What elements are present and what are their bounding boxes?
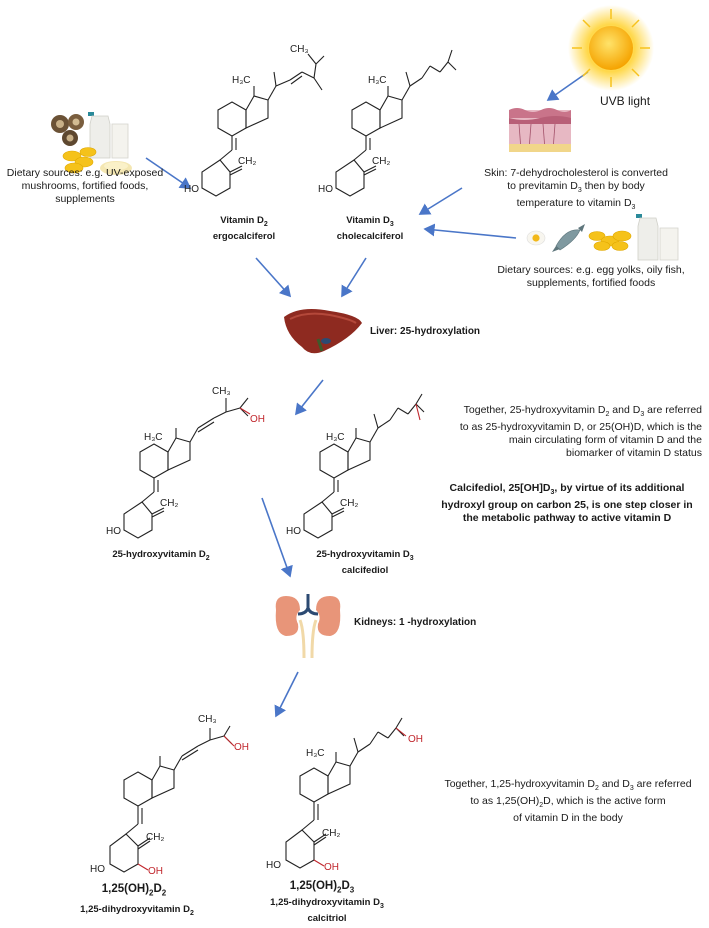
oh-label: OH [324,862,339,873]
egg-icon [526,230,546,246]
ho-label: HO [90,864,105,875]
ch2-label: CH₂ [146,832,164,843]
dihydroxy-d2-label: 1,25-dihydroxyvitamin D2 [80,904,194,917]
liver-icon [284,309,362,354]
25-hydroxy-d2-label: 25-hydroxyvitamin D2 [112,549,210,562]
mushrooms-icon [51,114,84,146]
ch2-label: CH₂ [238,156,256,167]
arrow-25oh-to-kidneys [261,497,293,578]
25-hydroxy-d2-structure: CH₂ HO H₃C CH₃ OH [106,386,265,539]
diet-left-line2: mushrooms, fortified foods, [21,180,149,192]
vitamin-d2-structure: CH₂ HO H₃C CH₃ [184,44,325,197]
fish-icon [552,224,585,252]
ch3-label: CH₃ [198,714,217,725]
oh-label: OH [148,866,163,877]
vitamin-d3-structure: CH₂ HO H₃C [318,49,457,197]
h3c-label: H₃C [144,432,163,443]
ho-label: HO [266,860,281,871]
dihydroxy-d3-short: 1,25(OH)2D3 [289,880,355,895]
oh-label: OH [234,742,249,753]
dihydroxy-d3-label: 1,25-dihydroxyvitamin D3 calcitriol [270,897,384,924]
25-hydroxy-d3-structure: CH₂ HO H₃C [286,393,425,539]
sun-icon [568,5,654,91]
diet-right-line1: Dietary sources: e.g. egg yolks, oily fi… [497,264,685,276]
ho-label: HO [106,526,121,537]
diet-left-line3: supplements [55,193,115,205]
skin-note: Skin: 7-dehydrocholesterol is converted … [448,167,704,214]
ho-label: HO [286,526,301,537]
25-hydroxy-d3-label: 25-hydroxyvitamin D3 calcifediol [316,549,414,576]
vitamin-d2-label: Vitamin D2 ergocalciferol [212,215,276,242]
ch2-label: CH₂ [160,498,178,509]
ch2-label: CH₂ [322,828,340,839]
skin-note-line1: Skin: 7-dehydrocholesterol is converted [484,167,668,179]
oh-label: OH [408,734,423,745]
diet-right-line2: supplements, fortified foods [526,277,656,289]
ho-label: HO [318,184,333,195]
vitamin-d3-label: Vitamin D3 cholecalciferol [336,215,404,242]
kidneys-icon [275,594,341,659]
dihydroxy-d2-short: 1,25(OH)2D2 [101,883,167,898]
ch3-label: CH₃ [212,386,231,397]
oh-label: OH [250,414,265,425]
capsules-icon [588,230,632,251]
h3c-label: H₃C [306,748,325,759]
dihydroxy-d2-structure: CH₂ HO OH CH₃ OH [90,714,249,877]
skin-cross-section-icon [509,108,571,152]
ho-label: HO [184,184,199,195]
arrow-kidneys-to-125 [274,671,299,718]
ch3-label: CH₃ [290,44,309,55]
note-125ohd: Together, 1,25-hydroxyvitamin D2 and D3 … [444,778,692,825]
capsules-icon [62,147,132,175]
diet-left-note: Dietary sources: e.g. UV-exposed mushroo… [2,167,168,206]
note-25ohd: Together, 25-hydroxyvitamin D2 and D3 ar… [459,404,702,460]
h3c-label: H₃C [326,432,345,443]
ch2-label: CH₂ [340,498,358,509]
arrow-d3-to-liver [341,257,367,298]
note-calcifediol: Calcifediol, 25[OH]D3, by virtue of its … [441,482,693,525]
h3c-label: H₃C [232,75,251,86]
arrow-d2-to-liver [255,257,292,298]
arrow-diet-right-to-d3 [423,223,517,239]
kidneys-label: Kidneys: 1 -hydroxylation [354,617,477,628]
ch2-label: CH₂ [372,156,390,167]
diet-left-line1: Dietary sources: e.g. UV-exposed [6,167,164,179]
arrow-diet-left-to-d2 [145,157,192,189]
milk-icon [88,112,129,159]
dihydroxy-d3-structure: CH₂ HO OH H₃C OH [266,717,423,873]
milk-icon [636,214,679,261]
arrow-liver-to-25oh [295,379,324,416]
arrow-skin-to-d3 [418,187,463,215]
liver-label: Liver: 25-hydroxylation [370,326,481,337]
uvb-label: UVB light [600,94,651,108]
h3c-label: H₃C [368,75,387,86]
diet-right-note: Dietary sources: e.g. egg yolks, oily fi… [478,264,704,290]
